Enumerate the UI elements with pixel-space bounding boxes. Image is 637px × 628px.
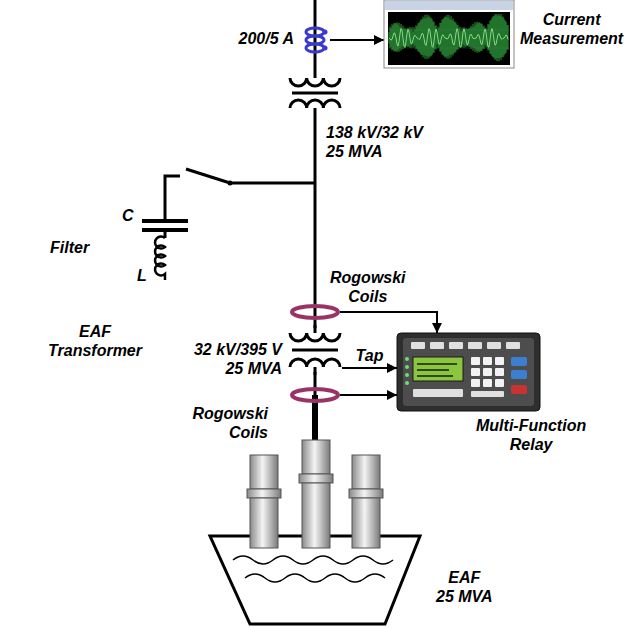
filter-tap-line xyxy=(230,182,315,185)
electric-arc-furnace-shape-part xyxy=(349,489,383,498)
feeder-line xyxy=(314,0,317,78)
multi-function-relay-shape-part xyxy=(471,368,480,376)
measurement-screen-shape-part xyxy=(388,12,510,65)
eaf-transformer: EAF Transformer32 kV/395 V 25 MVA xyxy=(288,325,342,375)
electric-arc-furnace: EAF 25 MVA xyxy=(205,438,430,626)
measurement-screen-shape-part xyxy=(389,29,508,48)
multi-function-relay-shape-part xyxy=(417,369,449,371)
measurement-screen-shape xyxy=(384,0,514,68)
multi-function-relay: Multi-Function Relay xyxy=(397,333,540,411)
eaf-transformer-shape-part xyxy=(314,325,317,333)
node-label: 200/5 A xyxy=(239,29,294,48)
multi-function-relay-shape-part xyxy=(471,379,480,387)
primary-winding xyxy=(290,78,340,86)
signal-arrow xyxy=(340,312,437,333)
electric-arc-furnace-shape-part xyxy=(210,536,420,624)
current-transformer: 200/5 A xyxy=(300,24,330,56)
eaf-transformer-shape-part xyxy=(290,333,340,341)
multi-function-relay-shape-part xyxy=(417,375,453,377)
measurement-screen: Current Measurement xyxy=(384,0,514,68)
inductor-symbol xyxy=(155,237,165,281)
multi-function-relay-shape-part xyxy=(511,385,527,394)
multi-function-relay-shape-part xyxy=(468,342,482,349)
filter-wire xyxy=(165,176,180,221)
transformer-core xyxy=(292,92,338,95)
secondary-winding xyxy=(290,100,340,108)
capacitor-plate xyxy=(142,219,188,223)
node-label: Multi-Function Relay xyxy=(476,416,586,454)
rogowski-coil-shape-part xyxy=(292,306,338,318)
transformer-rating: 138 kV/32 kV 25 MVA xyxy=(326,123,423,161)
electric-arc-furnace-shape-part xyxy=(247,489,281,498)
multi-function-relay-shape-part xyxy=(405,365,409,369)
electric-arc-furnace-shape-part xyxy=(233,556,393,564)
switch-blade xyxy=(186,169,230,183)
measurement-screen-shape-part xyxy=(385,1,513,10)
multi-function-relay-shape-part xyxy=(495,368,504,376)
electric-arc-furnace-shape-part xyxy=(352,455,380,489)
signal-arrow xyxy=(330,39,384,41)
electric-arc-furnace-shape-part xyxy=(352,498,380,548)
multi-function-relay-shape-part xyxy=(495,379,504,387)
multi-function-relay-shape-part xyxy=(397,333,540,411)
multi-function-relay-shape-part xyxy=(413,357,463,381)
current-transformer-shape-part xyxy=(323,46,328,51)
bus-line xyxy=(314,108,317,328)
bus-line xyxy=(314,372,317,395)
multi-function-relay-shape-part xyxy=(495,357,504,365)
rogowski-coil: Rogowski Coils xyxy=(290,388,340,402)
multi-function-relay-shape-part xyxy=(405,357,409,361)
multi-function-relay-shape-part xyxy=(483,379,492,387)
node-label: Rogowski Coils xyxy=(330,268,406,306)
electric-arc-furnace-shape-part xyxy=(250,498,278,548)
multi-function-relay-shape-part xyxy=(449,342,463,349)
rogowski-coil-shape xyxy=(290,305,340,319)
electric-arc-furnace-shape-part xyxy=(299,474,333,483)
multi-function-relay-shape-part xyxy=(471,391,504,397)
edge-label: Tap xyxy=(356,346,384,365)
electric-arc-furnace-shape-part xyxy=(302,483,330,548)
electric-arc-furnace-shape-part xyxy=(245,574,385,582)
current-transformer-shape xyxy=(300,24,330,56)
multi-function-relay-shape-part xyxy=(511,370,527,379)
eaf-transformer-shape-part xyxy=(290,359,340,367)
rogowski-coil-shape-part xyxy=(292,389,338,401)
node-label: Rogowski Coils xyxy=(192,404,268,442)
signal-arrow xyxy=(342,367,397,369)
electric-arc-furnace-shape xyxy=(205,438,430,626)
node-label: Current Measurement xyxy=(520,10,623,48)
capacitor-label: C xyxy=(122,206,134,225)
eaf-transformer-shape-part xyxy=(314,367,317,375)
electric-arc-furnace-shape-part xyxy=(302,440,330,474)
multi-function-relay-shape-part xyxy=(417,363,457,365)
multi-function-relay-shape-part xyxy=(411,342,425,349)
measurement-screen-shape-part xyxy=(384,0,514,68)
multi-function-relay-shape-part xyxy=(487,342,501,349)
measurement-screen-shape-part xyxy=(389,14,508,61)
rogowski-coil-shape xyxy=(290,388,340,402)
multi-function-relay-shape-part xyxy=(483,368,492,376)
electric-arc-furnace-shape-part xyxy=(250,455,278,489)
multi-function-relay-shape-part xyxy=(405,381,409,385)
multi-function-relay-shape-part xyxy=(471,357,480,365)
multi-function-relay-shape-part xyxy=(403,338,534,406)
current-transformer-shape-part xyxy=(323,30,328,35)
multi-function-relay-shape xyxy=(397,333,540,411)
rogowski-coil: Rogowski Coils xyxy=(290,305,340,319)
inductor-label: L xyxy=(137,266,147,285)
multi-function-relay-shape-part xyxy=(405,373,409,377)
node-label: EAF 25 MVA xyxy=(436,568,493,606)
node-sublabel: 32 kV/395 V 25 MVA xyxy=(194,340,282,378)
multi-function-relay-shape-part xyxy=(483,357,492,365)
multi-function-relay-shape-part xyxy=(413,389,463,397)
eaf-transformer-shape-part xyxy=(292,349,338,352)
signal-arrow xyxy=(340,394,397,396)
multi-function-relay-shape-part xyxy=(506,342,520,349)
multi-function-relay-shape-part xyxy=(511,357,527,366)
node-label: EAF Transformer xyxy=(48,322,142,360)
filter-label: Filter xyxy=(50,238,89,257)
eaf-transformer-shape xyxy=(288,325,342,375)
current-transformer-shape-part xyxy=(306,44,324,52)
multi-function-relay-shape-part xyxy=(430,342,444,349)
